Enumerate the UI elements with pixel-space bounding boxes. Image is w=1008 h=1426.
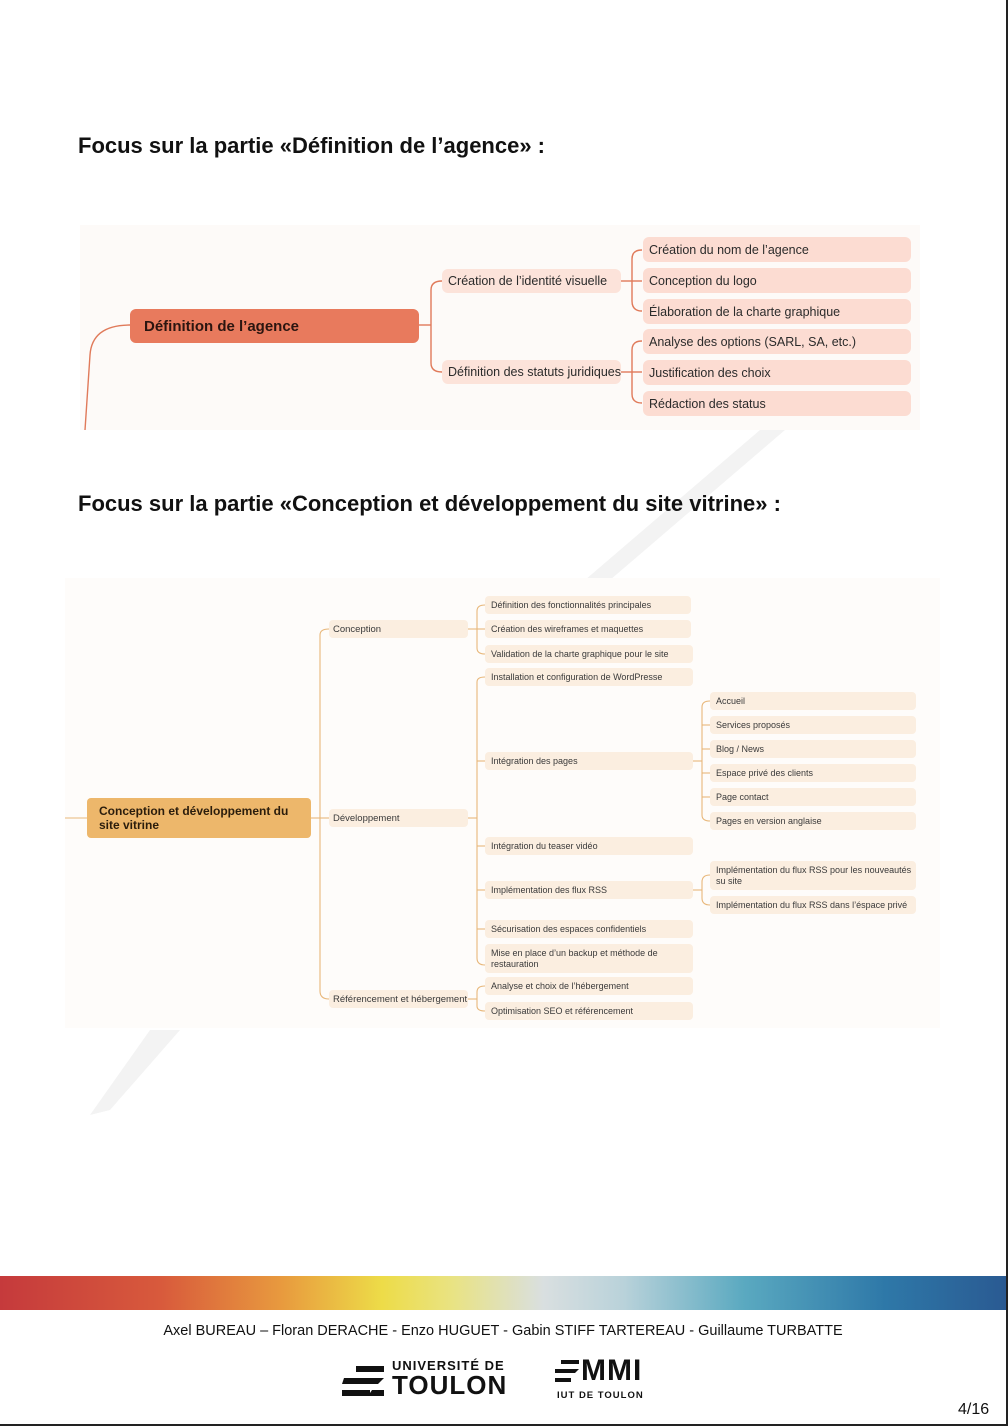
mmi-logo: MMI IUT DE TOULON — [555, 1354, 675, 1402]
leaf-seo: Optimisation SEO et référencement — [485, 1002, 693, 1020]
leaf-charte-graphique: Élaboration de la charte graphique — [643, 299, 911, 324]
leaf-logo: Conception du logo — [643, 268, 911, 293]
mmi-logo-mark — [555, 1360, 579, 1382]
node-statuts-juridiques: Définition des statuts juridiques — [442, 360, 621, 384]
heading-site-vitrine: Focus sur la partie «Conception et dével… — [78, 491, 781, 516]
universite-logo-main-text: TOULON — [392, 1370, 508, 1400]
mindmap-agence-connectors — [84, 249, 643, 430]
mindmap-site-vitrine: Conception et développement du site vitr… — [65, 578, 940, 1028]
page-number: 4/16 — [958, 1401, 990, 1418]
leaf-wireframes: Création des wireframes et maquettes — [485, 620, 691, 638]
heading-agence: Focus sur la partie «Définition de l’age… — [78, 133, 546, 158]
leaf-accueil: Accueil — [710, 692, 916, 710]
leaf-integration-pages: Intégration des pages — [485, 752, 693, 770]
gradient-band — [0, 1276, 1006, 1310]
leaf-pages-anglaise: Pages en version anglaise — [710, 812, 916, 830]
universite-toulon-logo-mark — [342, 1366, 384, 1396]
universite-logo-top-text: UNIVERSITÉ DE — [392, 1358, 505, 1373]
mmi-logo-main-text: MMI — [581, 1354, 643, 1387]
node-referencement-hebergement: Référencement et hébergement — [329, 990, 468, 1008]
leaf-services: Services proposés — [710, 716, 916, 734]
leaf-fonctionnalites: Définition des fonctionnalités principal… — [485, 596, 691, 614]
leaf-nom-agence: Création du nom de l’agence — [643, 237, 911, 262]
leaf-teaser-video: Intégration du teaser vidéo — [485, 837, 693, 855]
node-conception-developpement: Conception et développement du site vitr… — [87, 798, 311, 838]
leaf-validation-charte: Validation de la charte graphique pour l… — [485, 645, 693, 663]
mmi-logo-sub-text: IUT DE TOULON — [557, 1390, 644, 1401]
leaf-espace-prive: Espace privé des clients — [710, 764, 916, 782]
leaf-flux-rss: Implémentation des flux RSS — [485, 881, 693, 899]
mindmap-site-connectors — [65, 604, 711, 1012]
leaf-justification: Justification des choix — [643, 360, 911, 385]
leaf-rss-nouveautes: Implémentation du flux RSS pour les nouv… — [710, 861, 916, 890]
leaf-backup: Mise en place d’un backup et méthode de … — [485, 944, 693, 973]
leaf-redaction-status: Rédaction des status — [643, 391, 911, 416]
authors-line: Axel BUREAU – Floran DERACHE - Enzo HUGU… — [163, 1323, 843, 1339]
node-conception: Conception — [329, 620, 468, 638]
leaf-page-contact: Page contact — [710, 788, 916, 806]
leaf-blog-news: Blog / News — [710, 740, 916, 758]
leaf-installation-wordpress: Installation et configuration de WordPre… — [485, 668, 693, 686]
universite-toulon-logo: UNIVERSITÉ DE TOULON — [342, 1356, 532, 1402]
leaf-rss-espace-prive: Implémentation du flux RSS dans l’éspace… — [710, 896, 916, 914]
leaf-securisation: Sécurisation des espaces confidentiels — [485, 920, 693, 938]
leaf-hebergement: Analyse et choix de l’hébergement — [485, 977, 693, 995]
leaf-analyse-options: Analyse des options (SARL, SA, etc.) — [643, 329, 911, 354]
node-developpement: Développement — [329, 809, 468, 827]
node-identite-visuelle: Création de l’identité visuelle — [442, 269, 621, 293]
node-definition-agence: Définition de l’agence — [130, 309, 419, 343]
mindmap-agence: Définition de l’agence Création de l’ide… — [80, 225, 920, 430]
